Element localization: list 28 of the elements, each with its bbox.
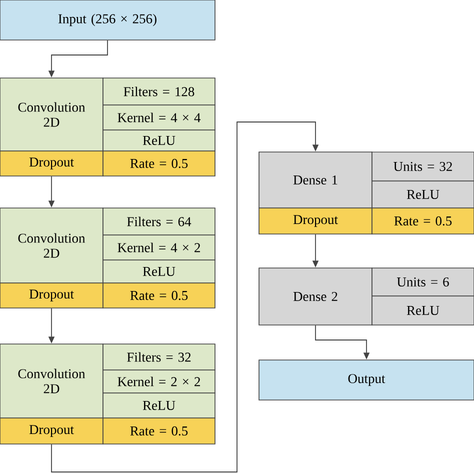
parameter-cell: Units = 6 — [372, 268, 474, 296]
parameter-cell: ReLU — [102, 392, 216, 418]
layer-cell: Convolution 2D — [0, 208, 104, 284]
dropout-cell: Dropout — [0, 282, 104, 308]
parameter-cell: ReLU — [372, 180, 474, 208]
dropout-cell: Dropout — [0, 418, 104, 444]
layer-cell: Convolution 2D — [0, 344, 104, 418]
parameter-cell: ReLU — [372, 296, 474, 326]
input-box: Input (256 × 256) — [0, 0, 216, 40]
parameter-cell: Kernel = 2 × 2 — [102, 370, 216, 394]
parameter-cell: Kernel = 4 × 4 — [102, 104, 216, 130]
parameter-cell: Filters = 32 — [102, 344, 216, 370]
parameter-cell: Filters = 128 — [102, 78, 216, 106]
output-box: Output — [258, 360, 474, 400]
dropout-cell: Dropout — [0, 150, 104, 176]
parameter-cell: Filters = 64 — [102, 208, 216, 236]
parameter-cell: Kernel = 4 × 2 — [102, 234, 216, 260]
layer-cell: Convolution 2D — [0, 78, 104, 152]
parameter-cell: Rate = 0.5 — [372, 208, 474, 234]
parameter-cell: Rate = 0.5 — [102, 418, 216, 444]
parameter-cell: Units = 32 — [372, 152, 474, 182]
parameter-cell: ReLU — [102, 130, 216, 152]
parameter-cell: ReLU — [102, 260, 216, 284]
node-label: Units = 6 — [396, 277, 449, 287]
dropout-cell: Dropout — [258, 208, 372, 234]
parameter-cell: Rate = 0.5 — [102, 282, 216, 308]
parameter-cell: Rate = 0.5 — [102, 150, 216, 176]
arrow — [51, 122, 319, 472]
